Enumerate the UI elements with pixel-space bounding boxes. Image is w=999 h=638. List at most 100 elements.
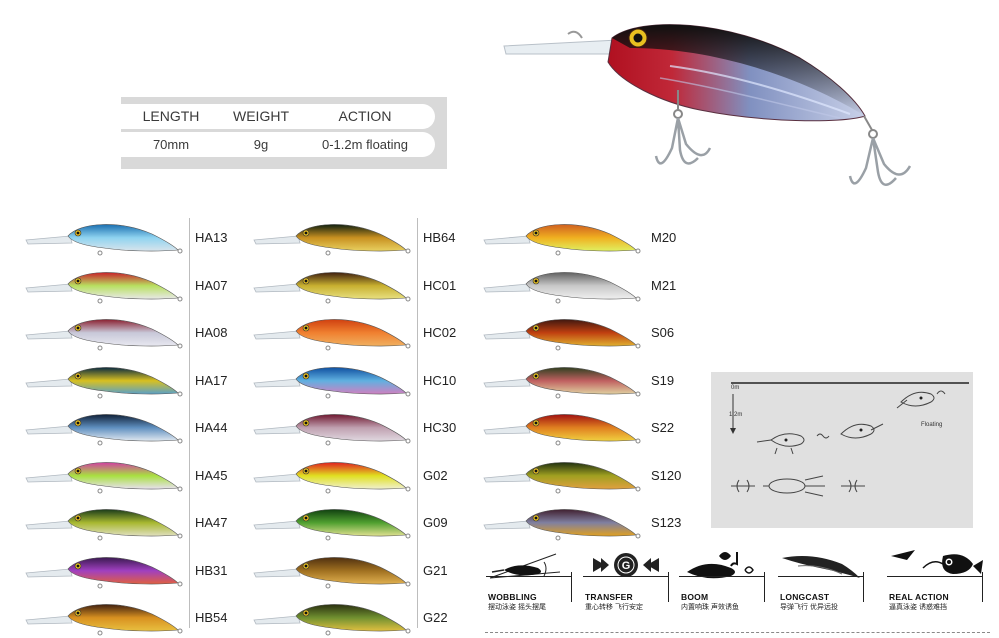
feature-icon: [679, 548, 765, 587]
lure-color-item: [482, 218, 642, 258]
lure-color-item: [24, 408, 184, 448]
color-code-label: HB54: [195, 610, 228, 625]
color-code-label: HC01: [423, 277, 457, 293]
lure-thumbnail: [25, 224, 183, 256]
lure-color-item: [252, 408, 412, 448]
lure-color-item: [252, 598, 412, 638]
feature-boom: BOOM 内置响珠 声效诱鱼: [679, 548, 769, 612]
lure-thumbnail: [253, 509, 411, 541]
feature-subtitle: 摆动泳姿 摇头摆尾: [488, 604, 546, 611]
color-code-label: HA45: [195, 467, 228, 483]
feature-title: WOBBLING: [488, 592, 537, 602]
lure-thumbnail: [253, 319, 411, 351]
lure-color-item: [252, 456, 412, 496]
column-divider: [417, 218, 418, 628]
lure-thumbnail: [253, 556, 411, 588]
feature-icon: G: [583, 548, 669, 587]
spec-value-row: 70mm 9g 0-1.2m floating: [121, 132, 435, 157]
color-code-label: HA44: [195, 420, 228, 435]
lure-thumbnail: [253, 271, 411, 303]
lure-color-item: [252, 313, 412, 353]
lure-thumbnail: [253, 461, 411, 493]
lure-thumbnail: [483, 224, 641, 256]
lure-thumbnail: [483, 509, 641, 541]
spec-weight-value: 9g: [253, 137, 269, 152]
lure-color-item: [24, 551, 184, 591]
lure-thumbnail: [253, 604, 411, 636]
color-code-label: S123: [651, 515, 682, 530]
lure-thumbnail: [483, 319, 641, 351]
lure-color-item: [24, 598, 184, 638]
color-code-label: M21: [651, 277, 677, 293]
color-code-label: HA08: [195, 325, 228, 340]
color-code-label: G09: [423, 515, 448, 530]
feature-subtitle: 导弹飞行 优异远投: [780, 604, 838, 611]
feature-subtitle: 逼真泳姿 诱惑难挡: [889, 604, 947, 611]
color-code-label: HB31: [195, 562, 228, 578]
feature-title: LONGCAST: [780, 592, 830, 602]
spec-length-header: LENGTH: [142, 108, 200, 124]
lure-color-item: [24, 361, 184, 401]
feature-longcast: LONGCAST 导弹飞行 优异远投: [778, 548, 868, 612]
color-code-label: S06: [651, 325, 675, 340]
color-code-label: G22: [423, 610, 448, 625]
lure-color-item: [24, 266, 184, 306]
color-code-label: S19: [651, 372, 675, 388]
lure-color-item: [482, 313, 642, 353]
lure-thumbnail: [483, 414, 641, 446]
lure-color-item: [252, 218, 412, 258]
lure-thumbnail: [483, 366, 641, 398]
depth-top-label: 0m: [731, 385, 739, 391]
feature-subtitle: 重心转移 飞行安定: [585, 604, 643, 611]
lure-thumbnail: [25, 604, 183, 636]
spec-action-value: 0-1.2m floating: [322, 137, 408, 152]
lure-color-item: [482, 266, 642, 306]
color-code-label: G02: [423, 467, 448, 483]
depth-bottom-label: 1.2m: [729, 412, 742, 418]
feature-icon: [887, 548, 987, 587]
color-code-label: S120: [651, 467, 682, 483]
feature-title: TRANSFER: [585, 592, 633, 602]
lure-thumbnail: [25, 319, 183, 351]
color-code-label: G21: [423, 562, 448, 578]
lure-thumbnail: [25, 556, 183, 588]
lure-thumbnail: [253, 414, 411, 446]
lure-thumbnail: [25, 509, 183, 541]
lure-color-item: [24, 456, 184, 496]
color-code-label: HA13: [195, 230, 228, 245]
feature-title: BOOM: [681, 592, 709, 602]
color-code-label: HA17: [195, 372, 228, 388]
lure-color-item: [252, 503, 412, 543]
lure-thumbnail: [483, 271, 641, 303]
feature-title: REAL ACTION: [889, 592, 949, 602]
color-code-label: HA47: [195, 515, 228, 530]
feature-transfer: G TRANSFER 重心转移 飞行安定: [583, 548, 673, 612]
svg-text:G: G: [622, 560, 631, 572]
lure-thumbnail: [253, 366, 411, 398]
lure-thumbnail: [25, 414, 183, 446]
color-code-label: S22: [651, 420, 675, 435]
lure-thumbnail: [25, 461, 183, 493]
color-code-label: HC30: [423, 420, 457, 435]
feature-real-action: REAL ACTION 逼真泳姿 诱惑难挡: [887, 548, 991, 612]
color-code-label: HA07: [195, 277, 228, 293]
hero-lure-image: [500, 18, 930, 213]
feature-wobbling: WOBBLING 摆动泳姿 摇头摆尾: [486, 548, 576, 612]
spec-header-row: LENGTH WEIGHT ACTION: [121, 104, 435, 129]
lure-color-item: [252, 361, 412, 401]
lure-color-item: [482, 456, 642, 496]
spec-length-value: 70mm: [152, 137, 190, 152]
lure-color-item: [252, 551, 412, 591]
lure-color-item: [482, 361, 642, 401]
dotted-rule: [485, 632, 990, 633]
feature-icon: [486, 548, 572, 587]
color-code-label: HB64: [423, 230, 456, 245]
feature-icon: [778, 548, 864, 587]
lure-color-item: [482, 408, 642, 448]
lure-thumbnail: [25, 271, 183, 303]
spec-action-header: ACTION: [338, 108, 392, 124]
color-code-label: HC10: [423, 372, 457, 388]
lure-color-item: [24, 313, 184, 353]
color-code-label: HC02: [423, 325, 457, 340]
feature-subtitle: 内置响珠 声效诱鱼: [681, 604, 739, 611]
